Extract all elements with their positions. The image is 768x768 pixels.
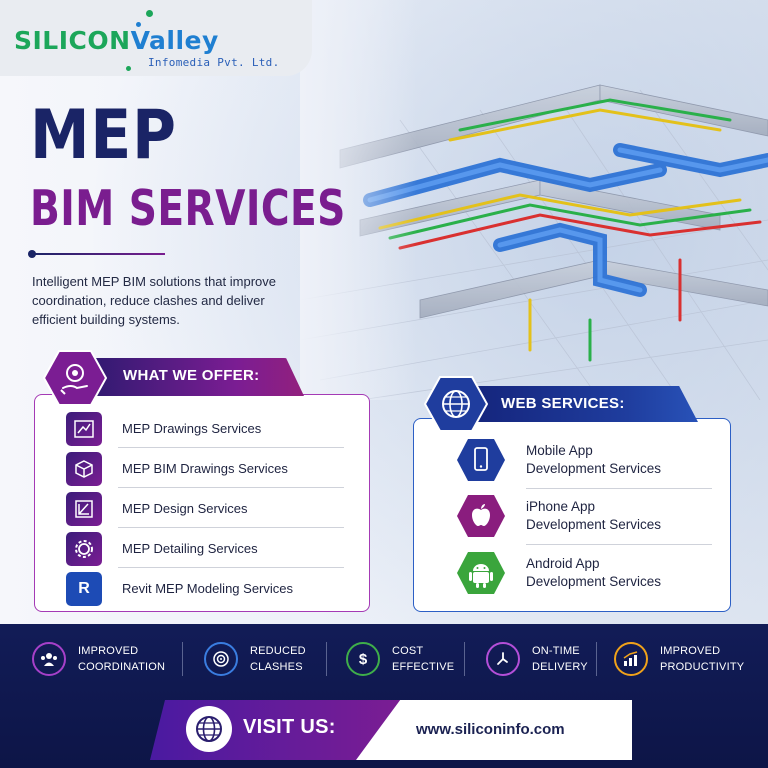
offer-divider [118, 447, 344, 448]
web-service-item: Mobile App Development Services [456, 438, 716, 484]
gear-icon [66, 532, 102, 566]
offer-heading-banner [80, 358, 304, 396]
team-icon [32, 642, 66, 676]
cube-icon [66, 452, 102, 486]
dollar-cycle-icon: $ [346, 642, 380, 676]
growth-chart-icon [614, 642, 648, 676]
logo-word-silicon: SILICON [14, 26, 131, 55]
benefit-line-1: REDUCED [250, 645, 306, 657]
offer-item: MEP Drawings Services [66, 412, 346, 446]
headline-bim-services: BIM SERVICES [30, 180, 346, 237]
web-service-subtitle: Development Services [526, 574, 662, 589]
benefit-line-2: COORDINATION [78, 661, 166, 673]
web-heading: WEB SERVICES: [501, 395, 625, 412]
web-service-title: Android App [526, 556, 600, 571]
offer-item-label: Revit MEP Modeling Services [122, 581, 293, 596]
logo-dot-icon [126, 66, 131, 71]
tagline: Intelligent MEP BIM solutions that impro… [32, 274, 276, 327]
web-heading-banner [462, 386, 698, 422]
logo-dot-icon [136, 22, 141, 27]
offer-item-label: MEP Detailing Services [122, 541, 258, 556]
visit-label: VISIT US: [243, 716, 336, 738]
benefit-divider [596, 642, 597, 676]
revit-r-icon: R [66, 572, 102, 606]
benefit-line-1: IMPROVED [660, 645, 721, 657]
logo-subtitle: Infomedia Pvt. Ltd. [148, 56, 280, 69]
offer-item: MEP BIM Drawings Services [66, 452, 346, 486]
headline-mep: MEP [30, 96, 177, 175]
revit-r-glyph: R [78, 580, 90, 597]
web-service-item: iPhone App Development Services [456, 494, 716, 540]
benefit-divider [182, 642, 183, 676]
smartphone-icon [457, 439, 505, 481]
web-service-title: iPhone App [526, 499, 596, 514]
logo-container: SILICONValley Infomedia Pvt. Ltd. [0, 0, 312, 76]
globe-icon [186, 706, 232, 752]
website-link[interactable]: www.siliconinfo.com [416, 721, 565, 738]
web-service-item: Android App Development Services [456, 551, 716, 597]
offer-item-label: MEP Drawings Services [122, 421, 262, 436]
headline-divider [28, 250, 165, 258]
offer-heading: WHAT WE OFFER: [123, 367, 260, 384]
logo-word-valley: Valley [130, 26, 219, 55]
offer-item-label: MEP Design Services [122, 501, 248, 516]
web-service-subtitle: Development Services [526, 517, 662, 532]
globe-icon [424, 376, 488, 432]
logo-wordmark: SILICONValley [14, 26, 219, 55]
web-divider [526, 488, 712, 489]
design-icon [66, 492, 102, 526]
web-service-title: Mobile App [526, 443, 593, 458]
offer-divider [118, 567, 344, 568]
benefit-divider [326, 642, 327, 676]
benefit-line-2: DELIVERY [532, 661, 588, 673]
benefit-line-1: ON-TIME [532, 645, 580, 657]
offer-item-label: MEP BIM Drawings Services [122, 461, 288, 476]
benefit-line-2: PRODUCTIVITY [660, 661, 745, 673]
offer-item: MEP Detailing Services [66, 532, 346, 566]
benefit-line-1: IMPROVED [78, 645, 139, 657]
benefit-line-2: EFFECTIVE [392, 661, 455, 673]
benefit-line-1: COST [392, 645, 424, 657]
visit-url-banner[interactable] [356, 700, 632, 760]
mep-building-illustration [300, 0, 768, 400]
offer-item: R Revit MEP Modeling Services [66, 572, 346, 606]
offer-divider [118, 487, 344, 488]
offer-item: MEP Design Services [66, 492, 346, 526]
logo-dot-icon [146, 10, 153, 17]
android-icon [457, 552, 505, 594]
offer-divider [118, 527, 344, 528]
clock-icon [486, 642, 520, 676]
apple-icon [457, 495, 505, 537]
web-service-subtitle: Development Services [526, 461, 662, 476]
drawing-icon [66, 412, 102, 446]
gear-hand-icon [43, 350, 107, 406]
target-icon [204, 642, 238, 676]
web-divider [526, 544, 712, 545]
benefit-divider [464, 642, 465, 676]
benefit-line-2: CLASHES [250, 661, 303, 673]
